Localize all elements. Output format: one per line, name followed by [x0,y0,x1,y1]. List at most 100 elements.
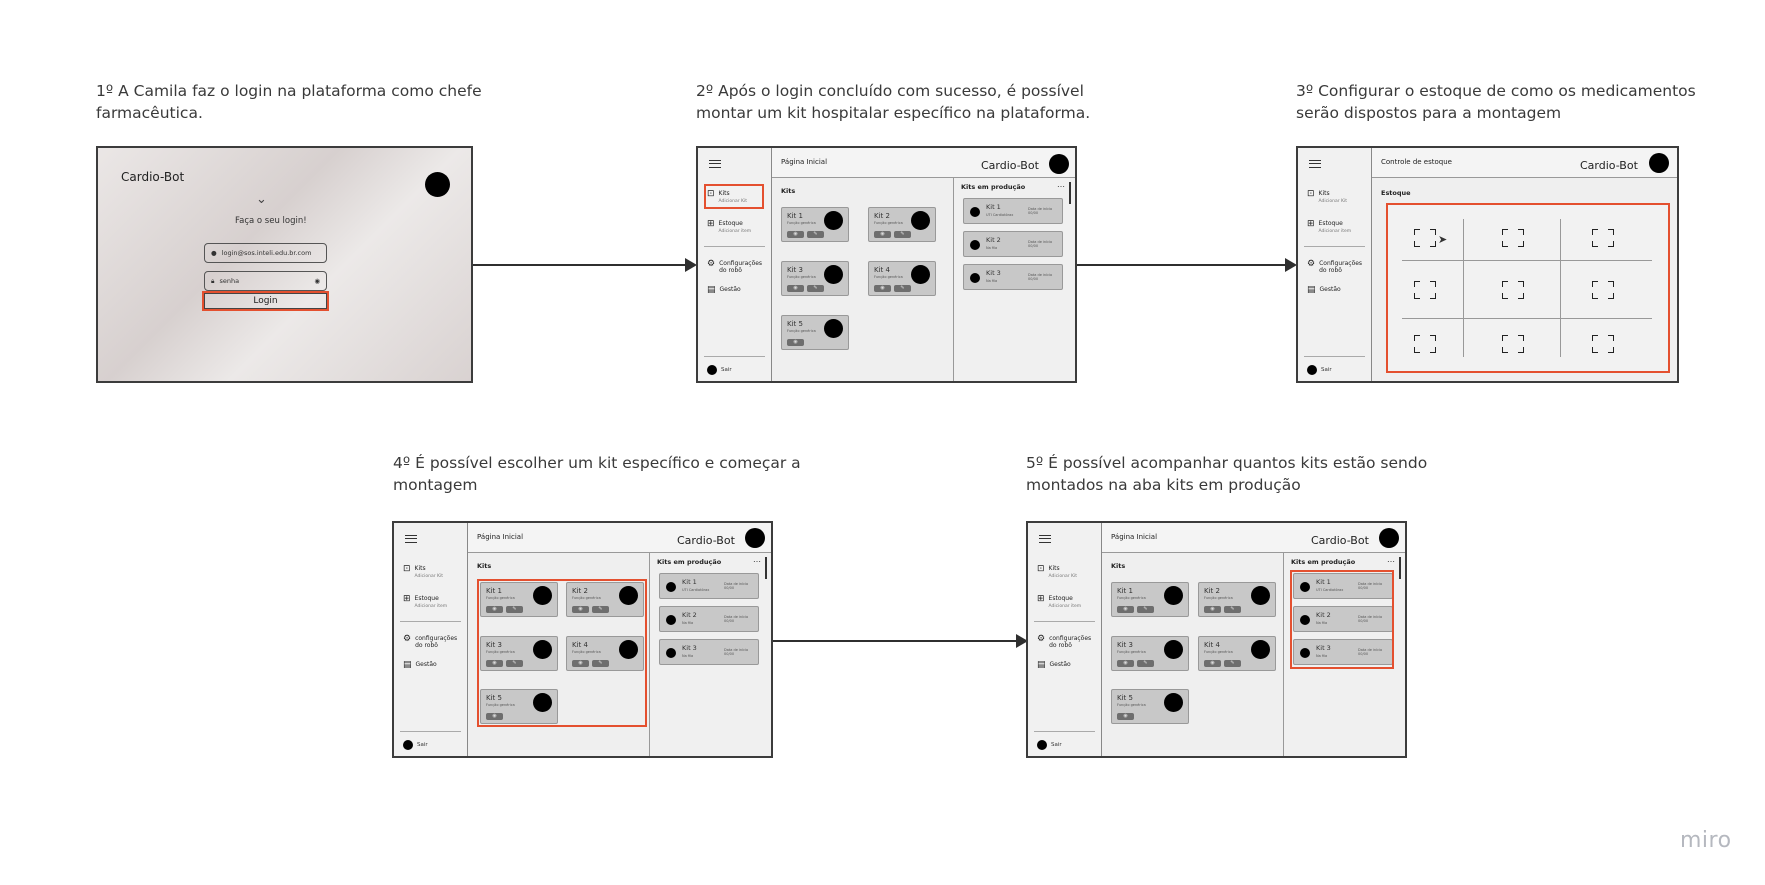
sidebar-subitem[interactable]: Adicionar Kit [1318,199,1347,204]
edit-icon[interactable]: ✎ [894,285,911,292]
sidebar-subitem[interactable]: Adicionar Kit [414,574,443,579]
view-icon[interactable]: ◉ [486,660,503,667]
avatar[interactable] [1649,153,1669,173]
more-icon[interactable]: … [1387,555,1395,564]
stock-slot[interactable] [1502,229,1524,247]
stock-slot[interactable] [1414,281,1436,299]
stock-slot[interactable] [1414,229,1436,247]
stock-slot[interactable] [1502,281,1524,299]
view-icon[interactable]: ◉ [486,713,503,720]
view-icon[interactable]: ◉ [1204,660,1221,667]
stock-slot[interactable] [1502,335,1524,353]
eye-icon[interactable]: ◉ [314,277,320,285]
view-icon[interactable]: ◉ [572,660,589,667]
view-icon[interactable]: ◉ [787,339,804,346]
edit-icon[interactable]: ✎ [894,231,911,238]
menu-icon[interactable] [709,160,721,168]
avatar[interactable] [425,172,450,197]
scrollbar[interactable] [1069,182,1071,204]
edit-icon[interactable]: ✎ [807,231,824,238]
view-icon[interactable]: ◉ [1117,713,1134,720]
stock-slot[interactable] [1592,335,1614,353]
edit-icon[interactable]: ✎ [1137,606,1154,613]
more-icon[interactable]: … [753,555,761,564]
edit-icon[interactable]: ✎ [592,660,609,667]
view-icon[interactable]: ◉ [572,606,589,613]
more-icon[interactable]: … [1057,180,1065,189]
view-icon[interactable]: ◉ [1117,660,1134,667]
edit-icon[interactable]: ✎ [807,285,824,292]
sidebar-item-management[interactable]: ▤Gestão [1037,661,1071,670]
sidebar-subitem[interactable]: Adicionar Kit [718,199,747,204]
edit-icon[interactable]: ✎ [1224,606,1241,613]
menu-icon[interactable] [405,535,417,543]
menu-icon[interactable] [1039,535,1051,543]
view-icon[interactable]: ◉ [1204,606,1221,613]
scrollbar[interactable] [765,557,767,579]
edit-icon[interactable]: ✎ [506,660,523,667]
view-icon[interactable]: ◉ [787,285,804,292]
sidebar-subitem[interactable]: Adicionar Kit [1048,574,1077,579]
email-field[interactable]: ●login@sos.inteli.edu.br.com [204,243,327,263]
scrollbar[interactable] [1399,557,1401,579]
edit-icon[interactable]: ✎ [506,606,523,613]
stock-slot[interactable] [1592,229,1614,247]
view-icon[interactable]: ◉ [1117,606,1134,613]
sidebar-subitem[interactable]: Adicionar item [414,604,448,609]
view-icon[interactable]: ◉ [874,231,891,238]
sidebar-item-management[interactable]: ▤Gestão [403,661,437,670]
exit-button[interactable]: Sair [1037,740,1062,750]
view-icon[interactable]: ◉ [486,606,503,613]
exit-button[interactable]: Sair [1307,365,1332,375]
login-button[interactable]: Login [204,293,327,309]
sidebar-item-management[interactable]: ▤Gestão [707,286,741,295]
view-icon[interactable]: ◉ [874,285,891,292]
avatar[interactable] [1049,154,1069,174]
stock-slot[interactable] [1414,335,1436,353]
exit-button[interactable]: Sair [403,740,428,750]
edit-icon[interactable]: ✎ [592,606,609,613]
sidebar-subitem[interactable]: Adicionar item [718,229,752,234]
edit-icon[interactable]: ✎ [1137,660,1154,667]
sidebar-subitem[interactable]: Adicionar item [1048,604,1082,609]
avatar[interactable] [1379,528,1399,548]
exit-button[interactable]: Sair [707,365,732,375]
menu-icon[interactable] [1309,160,1321,168]
sidebar-item-config[interactable]: ⚙configurações do robô [1037,635,1095,650]
sidebar-item-management[interactable]: ▤Gestão [1307,286,1341,295]
sidebar-item-config[interactable]: ⚙Configurações do robô [707,260,765,275]
sidebar-item-config[interactable]: ⚙Configurações do robô [1307,260,1365,275]
sidebar-item-config[interactable]: ⚙configurações do robô [403,635,461,650]
avatar[interactable] [745,528,765,548]
edit-icon[interactable]: ✎ [1224,660,1241,667]
